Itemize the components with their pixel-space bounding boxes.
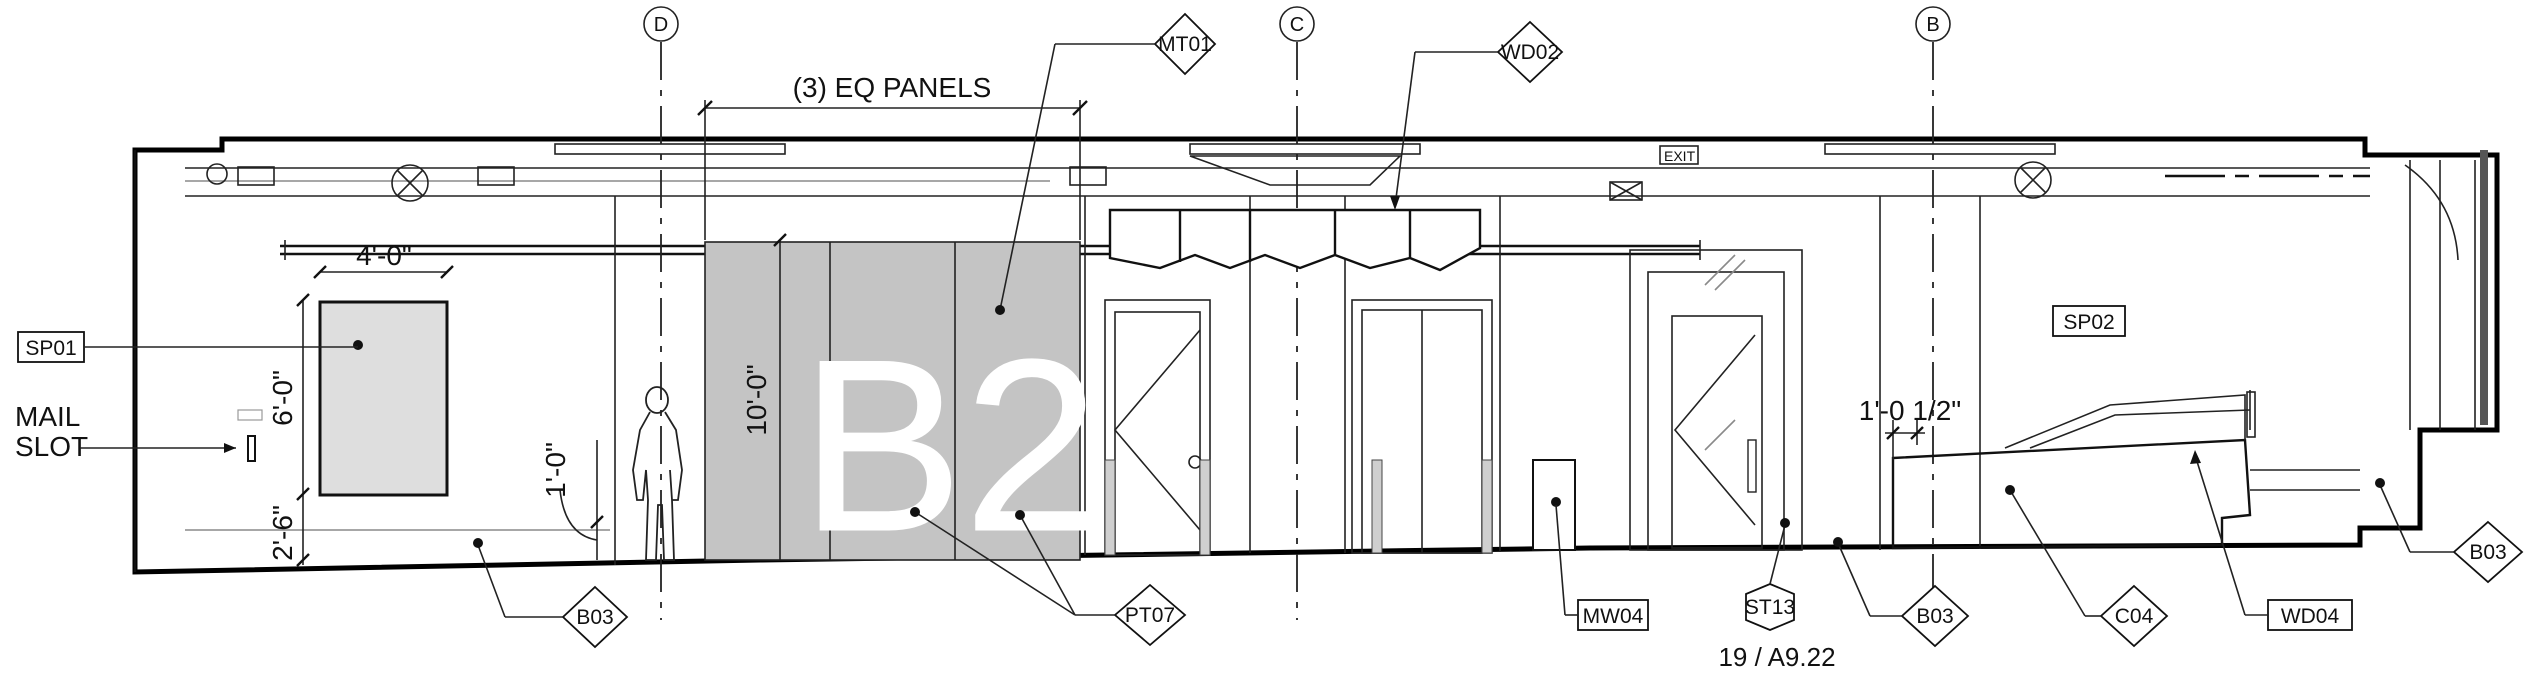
tag-b03-right-label: B03 [2469,541,2506,564]
mail-slot-label-box [237,409,263,421]
dimension-1-0 [559,440,604,560]
tag-sp02 [2052,305,2126,337]
dim-1-0: 1'-0" [540,442,571,498]
tag-mw04-label: MW04 [1583,605,1644,628]
detail-reference: 19 / A9.22 [1718,642,1835,672]
note-mail-slot-line1: MAIL [15,401,80,432]
mw04-leader-dot [1551,497,1561,507]
note-mail-slot-line2: SLOT [15,431,88,462]
dimension-1-0-half [1885,420,1925,460]
tag-wd02 [1390,20,1564,210]
ceiling-mep-zone: EXIT [185,143,2370,202]
gridline-d-label: D [654,14,668,36]
tag-wd04-label: WD04 [2281,605,2340,628]
dim-4-0: 4'-0" [356,240,412,271]
tag-st13-label: ST13 [1745,596,1795,619]
tag-sp02-label: SP02 [2063,311,2114,334]
tag-wd04 [2190,450,2353,631]
tag-b03-left-label: B03 [576,606,613,629]
dim-2-6: 2'-6" [267,505,298,561]
level-graphic: B2 [800,308,1100,582]
wood-soffit-wd02 [1108,208,1482,272]
elevator-doors [1351,299,1493,554]
panel-joints [185,196,1981,565]
exit-sign: EXIT [1664,148,1696,164]
reception-desk [1891,390,2360,550]
human-scale-figure [632,386,683,561]
tag-pt07-label: PT07 [1125,604,1175,627]
tag-b03-center [1833,537,1970,648]
sp01-leader-dot [353,340,363,350]
gridline-c-label: C [1290,14,1304,36]
dim-eq-panels: (3) EQ PANELS [793,72,992,103]
dimension-4-0 [313,265,454,279]
door-left [1104,299,1211,556]
dim-10-0: 10'-0" [741,364,772,435]
tag-sp01-label: SP01 [25,337,76,360]
dimension-10-0 [773,233,787,560]
dim-1-0-half: 1'-0 1/2" [1859,395,1961,426]
gridline-b-label: B [1926,14,1939,36]
tag-b03-left [473,538,629,649]
wall-outline [132,136,2500,575]
tag-mw04 [1555,504,1649,631]
tag-sp01 [17,331,358,363]
tag-mt01 [995,12,1217,315]
gridline-c [1279,6,1315,620]
tag-c04-label: C04 [2115,605,2154,628]
gridline-b [1915,6,1951,620]
gridline-d [643,6,679,620]
tag-b03-center-label: B03 [1916,605,1953,628]
tag-wd02-label: WD02 [1501,41,1559,64]
tag-st13 [1745,518,1795,631]
dimension-eq-panels [697,100,1088,240]
right-wall-return [2404,150,2488,430]
tag-c04 [2005,485,2169,648]
tag-b03-right [2375,478,2524,584]
mail-slot [247,435,256,462]
tag-pt07 [910,507,1187,647]
dimension-6-0-2-6 [296,293,310,567]
mail-slot-arrow [224,443,236,453]
tag-mt01-label: MT01 [1158,33,1212,56]
graphic-panel: B2 [704,241,1100,583]
sign-panel-sp01 [318,300,449,497]
dim-6-0: 6'-0" [267,370,298,426]
storefront-door [1629,249,1803,551]
